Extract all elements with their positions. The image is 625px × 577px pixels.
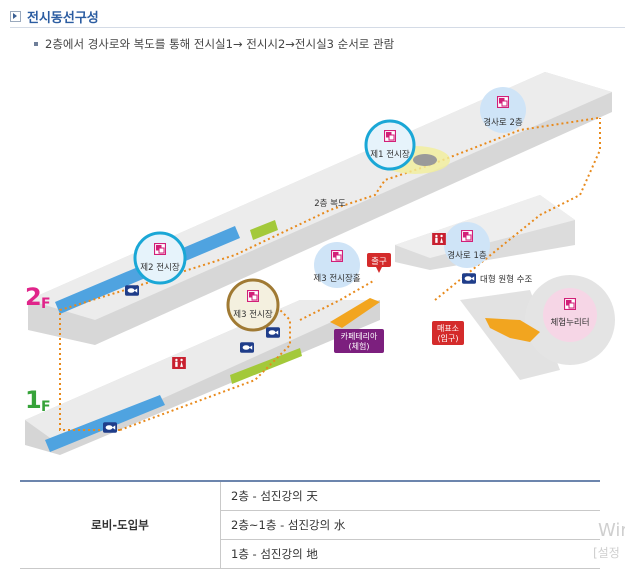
restroom-icon — [432, 233, 446, 245]
cafeteria-tag: 카페테리아 (체험) — [334, 329, 384, 353]
svg-text:카페테리아: 카페테리아 — [341, 331, 378, 341]
table-row: 로비-도입부 2층 - 섬진강의 天 — [20, 480, 600, 569]
svg-text:체험누리터: 체험누리터 — [550, 317, 589, 328]
watermark-text: Wir — [598, 520, 625, 541]
zone-table: 로비-도입부 2층 - 섬진강의 天 2층~1층 - 섬진강의 水 1층 - 섬… — [20, 480, 600, 569]
bullet-arrow-icon — [10, 10, 21, 22]
svg-text:출구: 출구 — [371, 256, 387, 267]
svg-text:경사로 2층: 경사로 2층 — [483, 117, 523, 128]
svg-text:(체험): (체험) — [349, 341, 370, 351]
aquarium-icon — [240, 342, 254, 353]
restroom-icon — [172, 357, 186, 369]
experience-slot — [485, 318, 540, 342]
aquarium-icon — [103, 422, 117, 433]
svg-text:1: 1 — [25, 386, 42, 414]
floor-plan-diagram: 2 F 1 F 경사로 2층 제1 전시장 제2 전시장 제3 전시장 제3 — [25, 72, 615, 455]
room-marker-r2: 제2 전시장 — [133, 231, 187, 285]
table-cell: 2층 - 섬진강의 天 — [220, 480, 600, 511]
watermark-text: [설정 — [593, 546, 620, 560]
page-title: 전시동선구성 — [27, 10, 99, 26]
table-row: 1층 - 섬진강의 地 — [20, 539, 600, 569]
svg-text:제3 전시장: 제3 전시장 — [233, 309, 273, 320]
floor-label-2f: 2 F — [25, 283, 51, 312]
description: 2층에서 경사로와 복도를 통해 전시실1→ 전시시2→전시실3 순서로 관람 — [34, 36, 394, 52]
table-cell: 1층 - 섬진강의 地 — [220, 539, 600, 569]
room-marker-hall3: 제3 전시장홀 — [313, 242, 361, 288]
svg-text:매표소: 매표소 — [437, 324, 459, 333]
bullet-square-icon — [34, 42, 38, 46]
room-marker-ramp2: 경사로 2층 — [480, 87, 526, 133]
visitor-route — [59, 117, 601, 431]
corridor-2f-label: 2층 복도 — [314, 199, 346, 209]
svg-text:(입구): (입구) — [438, 334, 459, 343]
room-marker-ramp1: 경사로 1층 — [444, 222, 490, 268]
svg-text:대형 원형 수조: 대형 원형 수조 — [480, 275, 533, 285]
zone-label: 로비-도입부 — [20, 480, 221, 569]
svg-text:제2 전시장: 제2 전시장 — [140, 262, 180, 273]
section-header: 전시동선구성 — [10, 6, 99, 26]
table-row: 2층~1층 - 섬진강의 水 — [20, 510, 600, 540]
ticket-tag: 매표소 (입구) — [432, 321, 464, 345]
svg-text:경사로 1층: 경사로 1층 — [447, 250, 487, 261]
aquarium-marker: 대형 원형 수조 — [462, 273, 533, 285]
description-text: 2층에서 경사로와 복도를 통해 전시실1→ 전시시2→전시실3 순서로 관람 — [45, 37, 395, 51]
exit-tag: 출구 — [367, 253, 391, 273]
building-1f-right — [395, 195, 615, 380]
floor-label-1f: 1 F — [25, 386, 51, 415]
table-cell: 2층~1층 - 섬진강의 水 — [220, 510, 600, 540]
room-marker-r1: 제1 전시장 — [364, 119, 416, 171]
svg-text:제1 전시장: 제1 전시장 — [370, 149, 410, 160]
svg-text:2: 2 — [25, 283, 42, 311]
aquarium-icon — [266, 327, 280, 338]
room-marker-exp: 체험누리터 — [543, 288, 597, 342]
building-1f — [25, 300, 380, 455]
cafeteria-area — [330, 298, 380, 328]
room-marker-r3: 제3 전시장 — [226, 278, 280, 332]
svg-text:제3 전시장홀: 제3 전시장홀 — [313, 273, 360, 284]
svg-text:F: F — [41, 399, 51, 415]
svg-text:F: F — [41, 296, 51, 312]
header-divider — [10, 27, 625, 28]
aquarium-icon — [125, 285, 139, 296]
